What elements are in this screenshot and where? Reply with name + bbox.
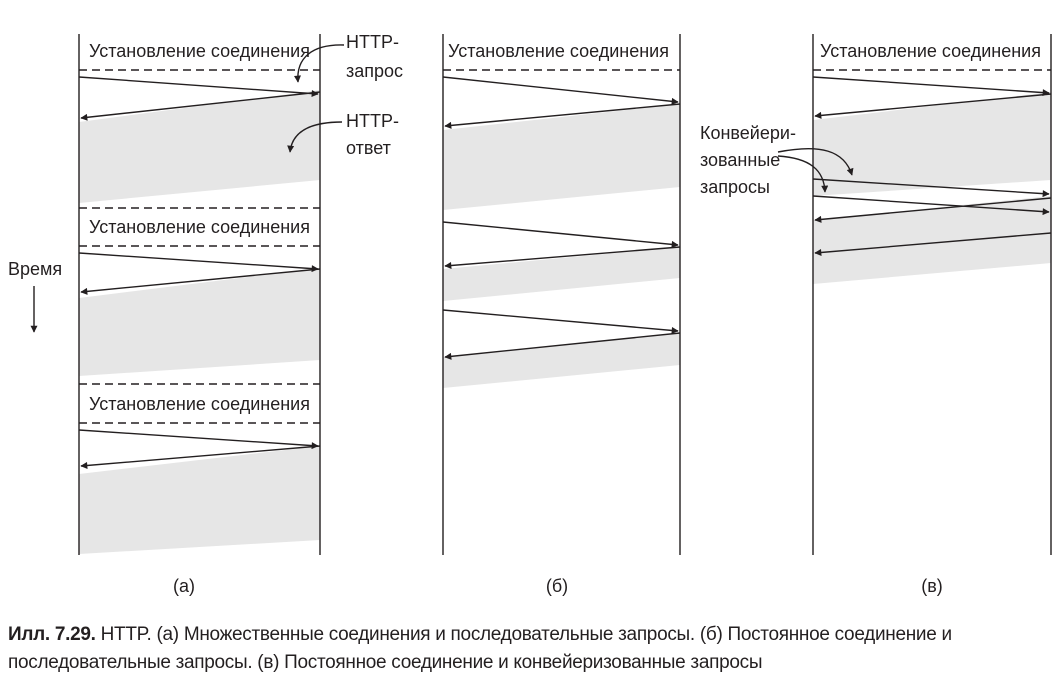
figure-number: Илл. 7.29. <box>8 624 96 645</box>
request-arrow <box>442 309 679 334</box>
http-response-annotation-line2: ответ <box>346 138 391 158</box>
response-shading <box>813 92 1051 196</box>
pipelined-pointer-arrow <box>777 155 829 193</box>
request-arrow <box>78 76 319 98</box>
response-shading <box>79 90 320 203</box>
panel-label: (а) <box>173 576 195 596</box>
http-request-pointer-arrow <box>293 44 345 83</box>
response-shading <box>79 446 320 554</box>
connection-setup-label: Установление соединения <box>820 41 1041 61</box>
panel-c: Установление соединения Конвейери- зован… <box>700 34 1052 596</box>
connection-setup-label: Установление соединения <box>89 217 310 237</box>
pipelined-request-arrow <box>812 178 1050 198</box>
figure-caption-text: HTTP. (а) Множественные соединения и пос… <box>8 624 952 673</box>
pipelined-pointer-arrow <box>777 148 854 176</box>
connection-setup-label: Установление соединения <box>89 394 310 414</box>
response-shading <box>79 268 320 376</box>
response-shading <box>443 247 680 301</box>
figure-caption: Илл. 7.29. HTTP. (а) Множественные соеди… <box>8 621 1048 677</box>
request-arrow <box>812 76 1050 97</box>
response-arrow <box>814 197 1052 223</box>
panel-b: Установление соединения (б) <box>442 34 681 596</box>
panel-label: (б) <box>546 576 568 596</box>
response-arrow <box>444 332 681 360</box>
response-arrow <box>814 93 1052 119</box>
response-arrow <box>80 268 321 295</box>
panel-a: Установление соединения Установление сое… <box>78 32 403 596</box>
pipelined-request-arrow <box>812 195 1050 216</box>
http-request-annotation-line2: запрос <box>346 61 403 81</box>
response-shading <box>443 104 680 210</box>
response-arrow <box>80 91 321 121</box>
response-arrow <box>444 103 681 129</box>
pipelined-annotation-line1: Конвейери- <box>700 123 796 143</box>
pipelined-annotation-line3: запросы <box>700 177 770 197</box>
connection-setup-label: Установление соединения <box>89 41 310 61</box>
request-arrow <box>78 429 319 450</box>
request-arrow <box>442 221 679 248</box>
time-label: Время <box>8 259 62 279</box>
http-response-annotation-line1: HTTP- <box>346 111 399 131</box>
request-arrow <box>78 252 319 273</box>
response-shading <box>813 196 1051 253</box>
response-shading <box>813 232 1051 284</box>
http-request-annotation-line1: HTTP- <box>346 32 399 52</box>
response-arrow <box>444 246 681 269</box>
pipelined-annotation-line2: зованные <box>700 150 780 170</box>
http-response-pointer-arrow <box>287 121 343 153</box>
panel-label: (в) <box>921 576 943 596</box>
time-axis: Время <box>8 259 62 333</box>
response-arrow <box>814 232 1052 256</box>
connection-setup-label: Установление соединения <box>448 41 669 61</box>
response-arrow <box>80 445 321 469</box>
response-shading <box>443 333 680 388</box>
request-arrow <box>442 76 679 105</box>
